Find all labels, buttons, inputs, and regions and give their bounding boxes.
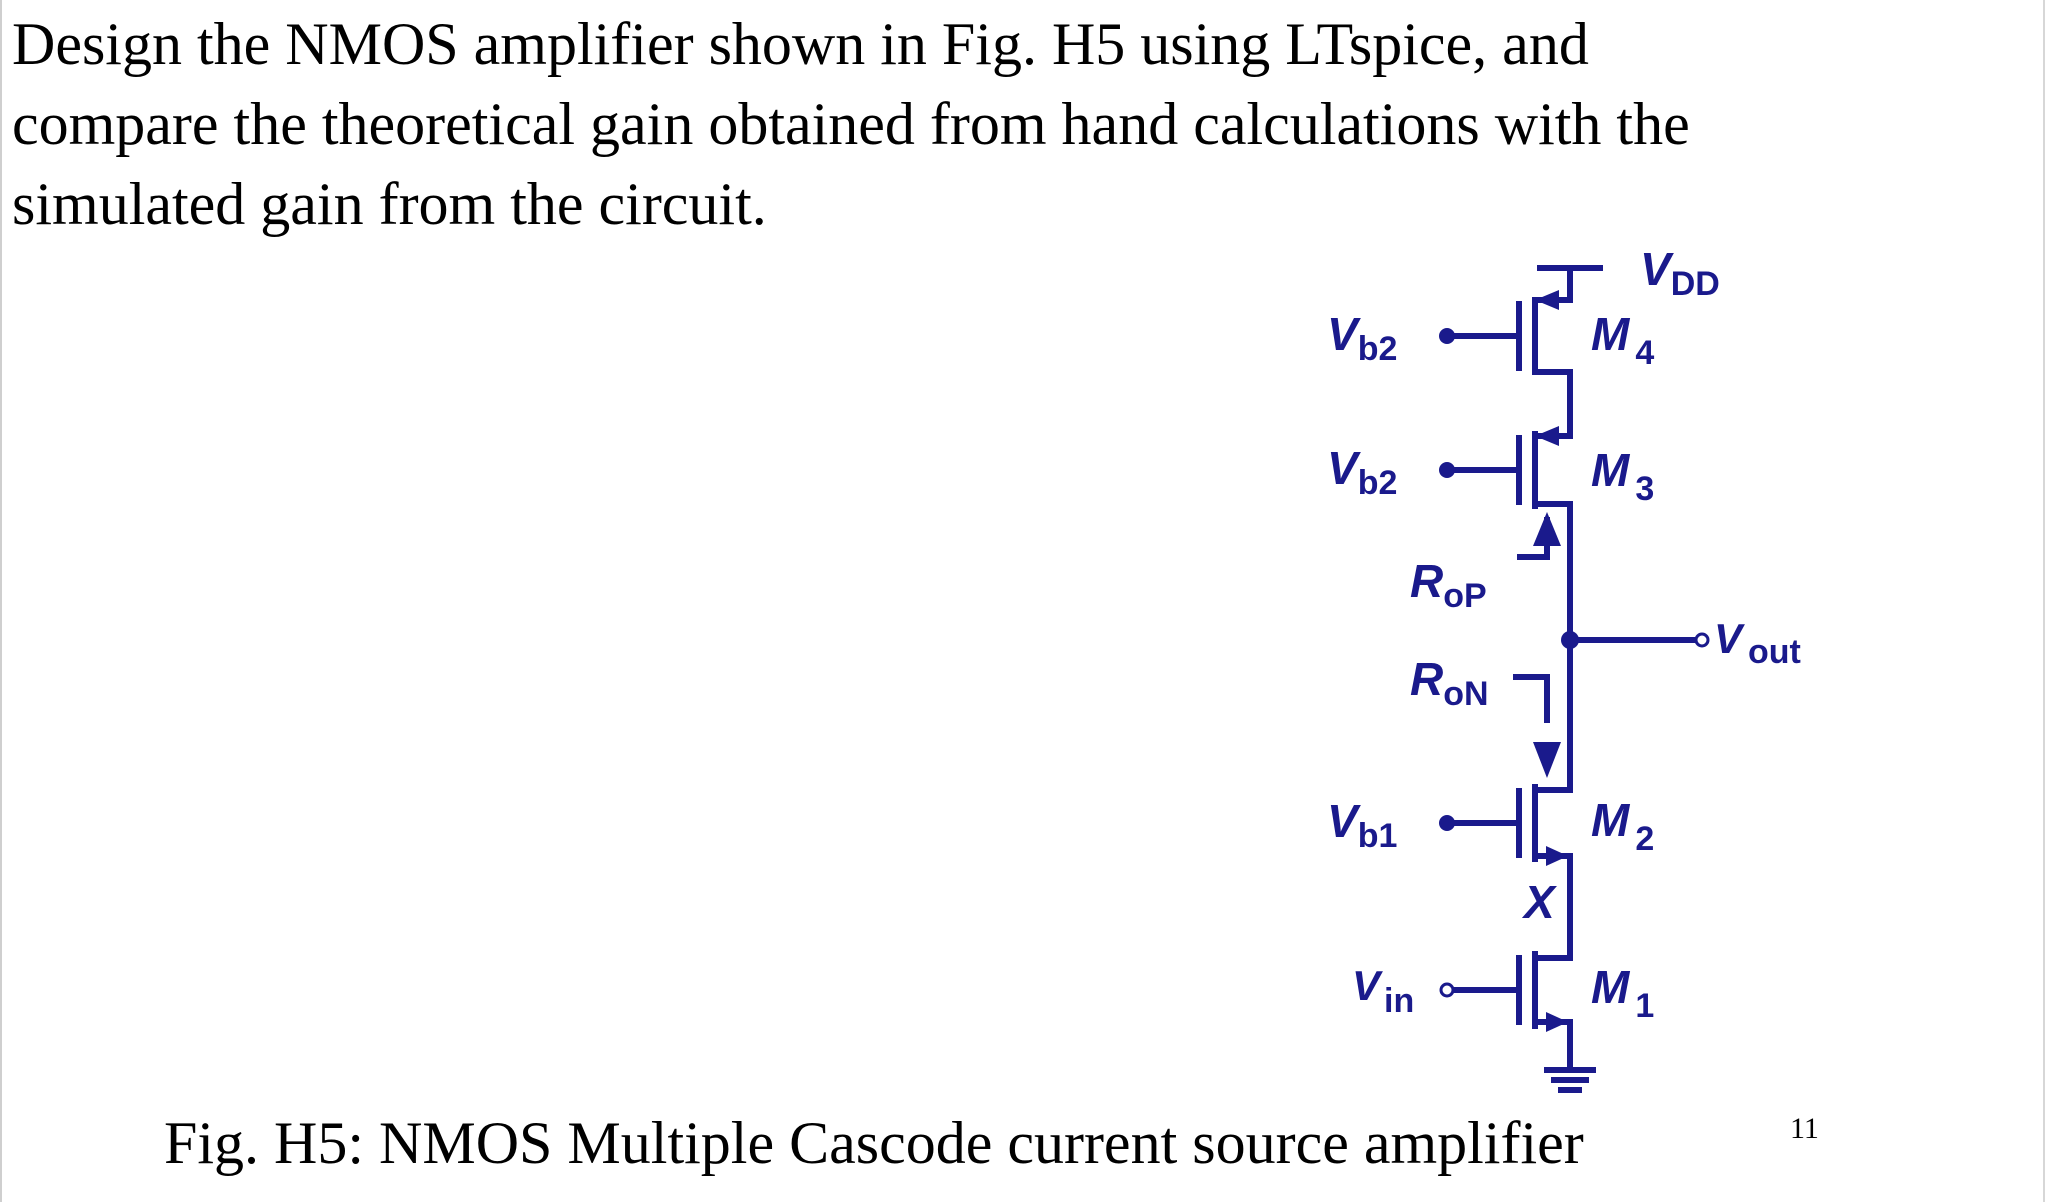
vb1-label: Vb1 [1327, 795, 1397, 855]
ron-arrow-icon [1533, 742, 1561, 778]
problem-line-2: compare the theoretical gain obtained fr… [12, 91, 1690, 157]
m1-source-arrow-icon [1546, 1012, 1568, 1032]
figure-caption: Fig. H5: NMOS Multiple Cascode current s… [164, 1110, 1584, 1176]
nmos-m1-transistor [1451, 951, 1573, 1049]
pmos-m4-transistor [1450, 297, 1573, 439]
page-number: 11 [1790, 1112, 1819, 1145]
vb1-terminal [1439, 815, 1455, 831]
vdd-label: VDD [1640, 243, 1720, 303]
vb2-top-label: Vb2 [1327, 308, 1397, 368]
output-node-dot [1561, 631, 1579, 649]
m2-source-arrow-icon [1546, 846, 1568, 866]
ground-symbol [1544, 1043, 1596, 1093]
nmos-m2-transistor [1450, 784, 1573, 961]
m3-source-arrow-icon [1535, 426, 1559, 446]
ron-bracket [1513, 674, 1550, 723]
m4-source-arrow-icon [1535, 290, 1559, 310]
vb2-mid-label: Vb2 [1327, 442, 1397, 502]
rop-label: RoP [1410, 555, 1487, 615]
vdd-rail [1537, 265, 1603, 303]
problem-line-1: Design the NMOS amplifier shown in Fig. … [12, 11, 1589, 77]
vb2-mid-terminal [1439, 462, 1455, 478]
problem-line-3: simulated gain from the circuit. [12, 171, 767, 237]
ron-label: RoN [1410, 653, 1489, 713]
vout-terminal [1694, 632, 1710, 648]
problem-statement: Design the NMOS amplifier shown in Fig. … [12, 4, 1912, 244]
rop-arrow-icon [1533, 512, 1561, 546]
node-x-label: X [1521, 876, 1557, 928]
vb2-top-terminal [1439, 328, 1455, 344]
vin-terminal [1439, 982, 1455, 998]
